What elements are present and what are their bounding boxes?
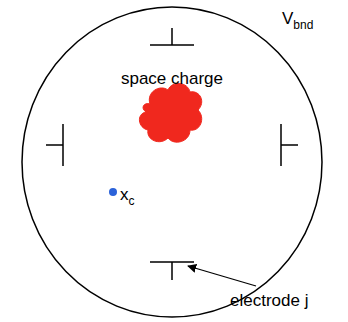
electrode-top [150,28,194,45]
electrode-left [46,124,63,166]
electrode-right [281,124,298,166]
leader-line [188,266,256,286]
space-charge-cloud [139,83,201,142]
point-xc [109,188,117,196]
point-symbol: x [120,186,129,203]
electrodes [46,28,298,280]
boundary-circle [22,7,322,317]
region-label: space charge [121,70,223,87]
point-subscript: c [129,195,135,207]
boundary-potential-symbol: V [282,10,293,27]
electrode-label: electrode j [230,292,308,309]
boundary-potential-subscript: bnd [293,19,313,31]
electrode-bottom [150,262,194,280]
